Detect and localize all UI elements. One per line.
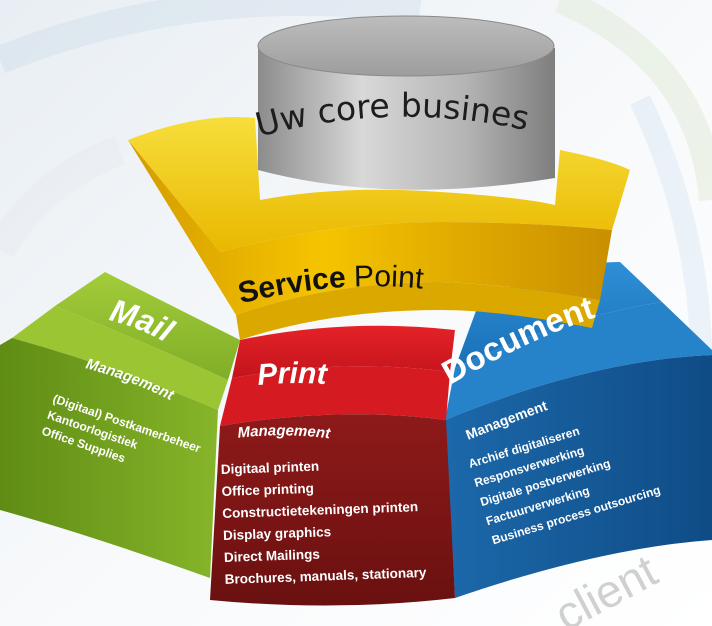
print-title: Print [256, 357, 330, 392]
mail-segment [0, 272, 240, 578]
background-swirl [0, 0, 712, 421]
print-item: Constructietekeningen printen [222, 499, 418, 521]
print-item: Office printing [221, 481, 314, 499]
core-cylinder [257, 15, 555, 190]
print-item: Digitaal printen [221, 459, 320, 477]
print-item: Direct Mailings [224, 547, 320, 565]
print-subtitle: Management [237, 422, 332, 442]
print-item: Display graphics [223, 524, 332, 543]
print-item: Brochures, manuals, stationary [224, 565, 427, 587]
service-point-tier [128, 116, 630, 340]
print-segment [210, 325, 455, 606]
print-items: Digitaal printen Office printing Constru… [221, 459, 428, 587]
